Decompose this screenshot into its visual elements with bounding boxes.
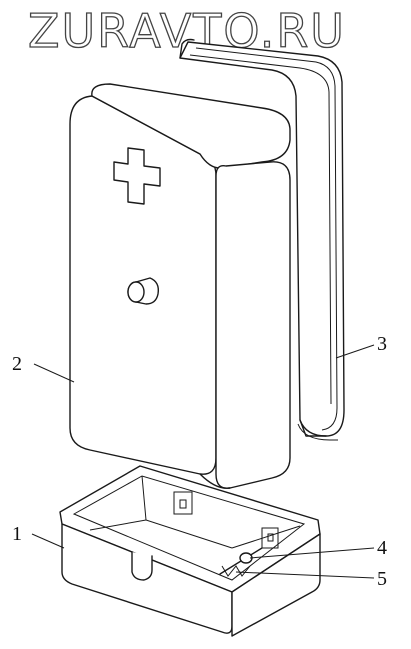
leader-lines: [31, 344, 375, 579]
watermark-text: ZURAVTO.RU: [28, 4, 346, 58]
callout-label-3: 3: [377, 333, 387, 355]
pin-part-4: [219, 547, 263, 575]
cross-icon: [113, 147, 161, 205]
callout-label-1: 1: [12, 523, 22, 545]
callout-label-4: 4: [377, 537, 387, 559]
callout-label-5: 5: [377, 568, 387, 590]
base-part-1: [59, 465, 321, 637]
callout-label-2: 2: [12, 353, 22, 375]
frame-part-3: [179, 38, 345, 441]
cover-part-2: [69, 83, 291, 489]
latch-knob: [127, 277, 160, 305]
